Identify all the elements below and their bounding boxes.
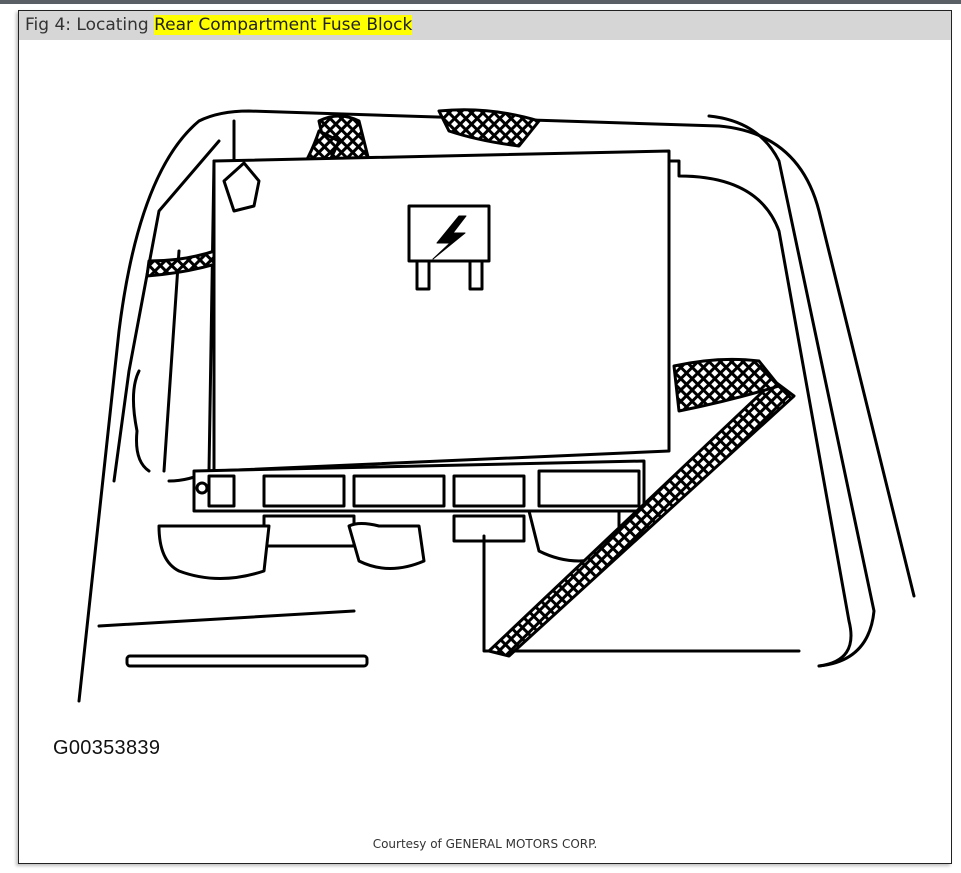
- fuse-block-diagram: [77, 108, 916, 703]
- figure-panel: Fig 4: Locating Rear Compartment Fuse Bl…: [18, 10, 952, 864]
- figure-caption: Courtesy of GENERAL MOTORS CORP.: [372, 837, 598, 851]
- window-top-bar: [0, 0, 961, 4]
- figure-title-prefix: Fig 4: Locating: [25, 15, 155, 35]
- fuse-block-body: [212, 149, 671, 473]
- fuse-relay-lightning-icon: [407, 204, 491, 291]
- outer-panel-outline: [77, 109, 916, 703]
- figure-id: G00353839: [53, 737, 161, 759]
- figure-title: Fig 4: Locating Rear Compartment Fuse Bl…: [19, 11, 951, 40]
- figure-title-highlight: Rear Compartment Fuse Block: [154, 15, 413, 35]
